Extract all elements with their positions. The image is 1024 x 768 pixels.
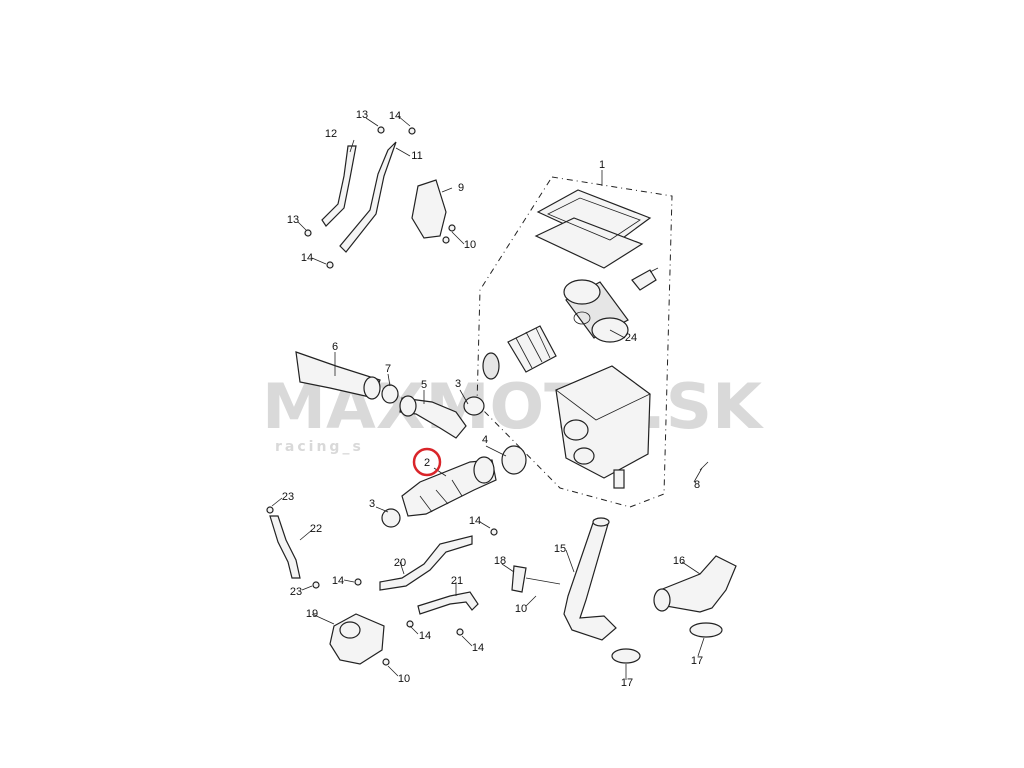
callout-23-upper: 23	[282, 491, 294, 503]
thermostat-housing-19	[329, 613, 390, 666]
callout-19: 19	[306, 608, 318, 620]
callout-10-lower: 10	[398, 673, 410, 685]
hose-clamp-3-lower	[381, 508, 401, 528]
callout-6: 6	[332, 341, 338, 353]
callout-21: 21	[451, 575, 463, 587]
hose-12	[321, 145, 357, 227]
coolant-pipe-15	[563, 517, 617, 641]
callout-13-lower: 13	[287, 214, 299, 226]
callout-3-lower: 3	[369, 498, 375, 510]
air-filter-element	[563, 279, 629, 343]
callout-24: 24	[625, 332, 637, 344]
callout-20: 20	[394, 557, 406, 569]
callout-10-upper: 10	[464, 239, 476, 251]
hose-clamp-17-center	[611, 648, 641, 664]
leader-lines	[271, 115, 705, 680]
callout-14-c: 14	[469, 515, 481, 527]
hose-22	[269, 515, 301, 579]
nut-14d	[354, 578, 362, 586]
nut-14f	[456, 628, 464, 636]
airbox-housing	[555, 365, 651, 489]
outlet-boot-2	[401, 456, 497, 517]
hose-21	[417, 591, 479, 615]
callout-5: 5	[421, 379, 427, 391]
callout-14-f: 14	[472, 642, 484, 654]
callout-labels: 1 2 3 3 4 5 6 7 8 9 10 10 10 11 12 13 13…	[282, 109, 703, 689]
drain-fitting	[631, 267, 659, 291]
callout-16: 16	[673, 555, 685, 567]
nut-13b	[304, 229, 312, 237]
nut-14c	[490, 528, 498, 536]
hose-clamp-7	[381, 384, 399, 404]
hose-11	[339, 141, 397, 253]
bracket-18	[511, 565, 527, 593]
callout-23-lower: 23	[290, 586, 302, 598]
callout-2: 2	[424, 457, 430, 469]
hose-clamp-17-right	[689, 622, 723, 638]
callout-14-d: 14	[332, 575, 344, 587]
hose-20	[379, 535, 473, 591]
intake-snorkel	[295, 351, 381, 400]
callout-18: 18	[494, 555, 506, 567]
hose-clamp-3-upper	[463, 396, 485, 416]
callout-1: 1	[599, 159, 605, 171]
coolant-pipe-16	[653, 555, 737, 613]
hose-clamp-4	[501, 445, 527, 475]
callout-13-upper: 13	[356, 109, 368, 121]
callout-10-middle: 10	[515, 603, 527, 615]
pulse-valve-9	[411, 179, 456, 244]
callout-14-b: 14	[301, 252, 313, 264]
intake-duct-5	[399, 395, 467, 439]
nut-14e	[406, 620, 414, 628]
nut-14a	[408, 127, 416, 135]
callout-14-e: 14	[419, 630, 431, 642]
nut-14b	[326, 261, 334, 269]
callout-14-a: 14	[389, 110, 401, 122]
watermark-tagline: racing_s	[275, 439, 364, 455]
callout-12: 12	[325, 128, 337, 140]
callout-15: 15	[554, 543, 566, 555]
callout-8: 8	[694, 479, 700, 491]
filter-cage	[507, 325, 557, 373]
callout-9: 9	[458, 182, 464, 194]
callout-4: 4	[482, 434, 488, 446]
callout-11: 11	[411, 150, 422, 162]
nut-23b	[312, 581, 320, 589]
highlight-ring	[412, 447, 442, 477]
nut-13a	[377, 126, 385, 134]
callout-22: 22	[310, 523, 322, 535]
nut-23a	[266, 506, 274, 514]
callout-7: 7	[385, 363, 391, 375]
callout-17-right: 17	[691, 655, 703, 667]
callout-17-center: 17	[621, 677, 633, 689]
mesh-screen	[482, 352, 500, 380]
airbox-lid	[534, 189, 652, 269]
callout-3-upper: 3	[455, 378, 461, 390]
